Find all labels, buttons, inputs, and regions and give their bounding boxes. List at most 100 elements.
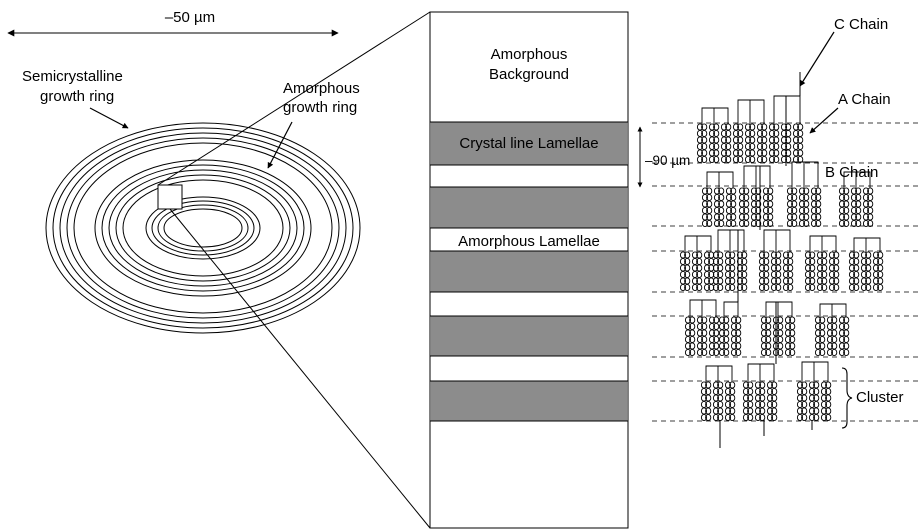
b-chain-link	[819, 303, 847, 317]
double-helix	[758, 251, 770, 292]
crystalline-lamella	[431, 251, 627, 292]
double-helix	[848, 251, 860, 292]
double-helix	[724, 251, 736, 292]
growth-ring	[73, 142, 333, 314]
double-helix	[742, 381, 754, 422]
double-helix	[732, 123, 744, 164]
cluster-boundaries	[652, 122, 922, 422]
double-helix	[700, 381, 712, 422]
double-helix	[792, 123, 804, 164]
chain-labels: C Chain A Chain B Chain Cluster	[799, 16, 904, 429]
b-chain-link	[706, 171, 734, 188]
growth-ring	[101, 164, 305, 292]
growth-ring	[52, 127, 354, 329]
double-helix	[712, 251, 724, 292]
b-chain-link	[791, 161, 819, 188]
double-helix	[701, 187, 713, 228]
double-helix	[713, 187, 725, 228]
b-chain-link	[684, 235, 712, 252]
double-helix	[679, 251, 691, 292]
double-helix	[766, 381, 778, 422]
semicrystalline-ring-label-2: growth ring	[40, 88, 114, 105]
double-helix	[738, 187, 750, 228]
double-helix	[770, 251, 782, 292]
double-helix	[826, 316, 838, 357]
b-chain-link	[723, 301, 739, 317]
double-helix	[736, 251, 748, 292]
double-helix	[720, 123, 732, 164]
growth-ring	[122, 179, 284, 277]
zoom-box	[157, 11, 431, 529]
double-helix	[725, 187, 737, 228]
double-helix	[750, 187, 762, 228]
double-helix	[730, 316, 742, 357]
double-helix	[838, 316, 850, 357]
amorphous-lamellae-label: Amorphous Lamellae	[458, 233, 600, 250]
b-chain-link	[809, 235, 837, 252]
double-helix	[808, 381, 820, 422]
a-chain-label: A Chain	[838, 91, 891, 108]
double-helix	[798, 187, 810, 228]
b-chain-link	[705, 365, 733, 382]
double-helix	[691, 251, 703, 292]
double-helix	[816, 251, 828, 292]
growth-ring	[94, 159, 312, 297]
growth-ring	[151, 200, 255, 256]
double-helix	[838, 187, 850, 228]
semicrystalline-ring-label-1: Semicrystalline	[22, 68, 123, 85]
double-helix	[820, 381, 832, 422]
scale-label: –50 µm	[165, 9, 215, 26]
double-helix	[712, 381, 724, 422]
double-helix	[708, 316, 720, 357]
double-helix	[850, 187, 862, 228]
b-chain-link	[701, 107, 729, 124]
growth-ring	[108, 169, 298, 287]
crystalline-lamella	[431, 316, 627, 356]
growth-ring	[59, 132, 347, 324]
double-helix	[828, 251, 840, 292]
double-helix	[804, 251, 816, 292]
double-helix	[703, 251, 715, 292]
lamella-spacing: –90 µm	[637, 126, 690, 188]
double-helix	[762, 187, 774, 228]
b-chain-link	[853, 237, 881, 252]
double-helix	[768, 123, 780, 164]
b-chain-link	[763, 229, 791, 252]
double-helix	[772, 316, 784, 357]
b-chain-link	[737, 99, 765, 124]
double-helix	[814, 316, 826, 357]
b-chain-link	[801, 361, 829, 382]
b-chain-link	[689, 299, 717, 317]
cluster-label: Cluster	[856, 389, 904, 406]
growth-ring	[45, 122, 361, 334]
double-helix	[754, 381, 766, 422]
double-helix	[718, 316, 730, 357]
amorphous-ring-callout: Amorphous growth ring	[267, 80, 360, 169]
double-helix	[782, 251, 794, 292]
growth-ring	[145, 196, 261, 260]
double-helix	[696, 316, 708, 357]
growth-ring	[157, 204, 249, 252]
spacing-label: –90 µm	[645, 153, 690, 168]
b-chain-link	[747, 363, 775, 382]
scale-bar: –50 µm	[7, 9, 339, 37]
growth-ring	[115, 174, 291, 282]
double-helix	[810, 187, 822, 228]
growth-ring	[66, 137, 340, 319]
double-helix	[724, 381, 736, 422]
granule-growth-rings	[45, 122, 361, 334]
double-helix	[708, 123, 720, 164]
crystalline-lamella	[431, 187, 627, 228]
double-helix	[786, 187, 798, 228]
b-chain-link	[717, 229, 745, 252]
c-chain-label: C Chain	[834, 16, 888, 33]
b-chain-link	[773, 95, 801, 124]
double-helix	[796, 381, 808, 422]
amorphous-ring-label-2: growth ring	[283, 99, 357, 116]
double-helix	[696, 123, 708, 164]
double-helix	[756, 123, 768, 164]
double-helix	[860, 251, 872, 292]
double-helix	[862, 187, 874, 228]
crystalline-lamella	[431, 122, 627, 165]
